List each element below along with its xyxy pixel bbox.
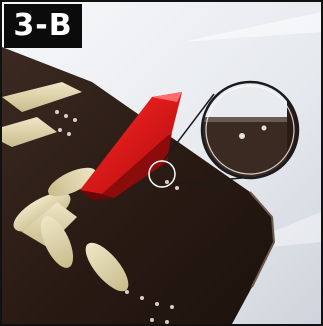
step-label: 3-B xyxy=(4,4,82,48)
instruction-illustration xyxy=(2,2,321,324)
